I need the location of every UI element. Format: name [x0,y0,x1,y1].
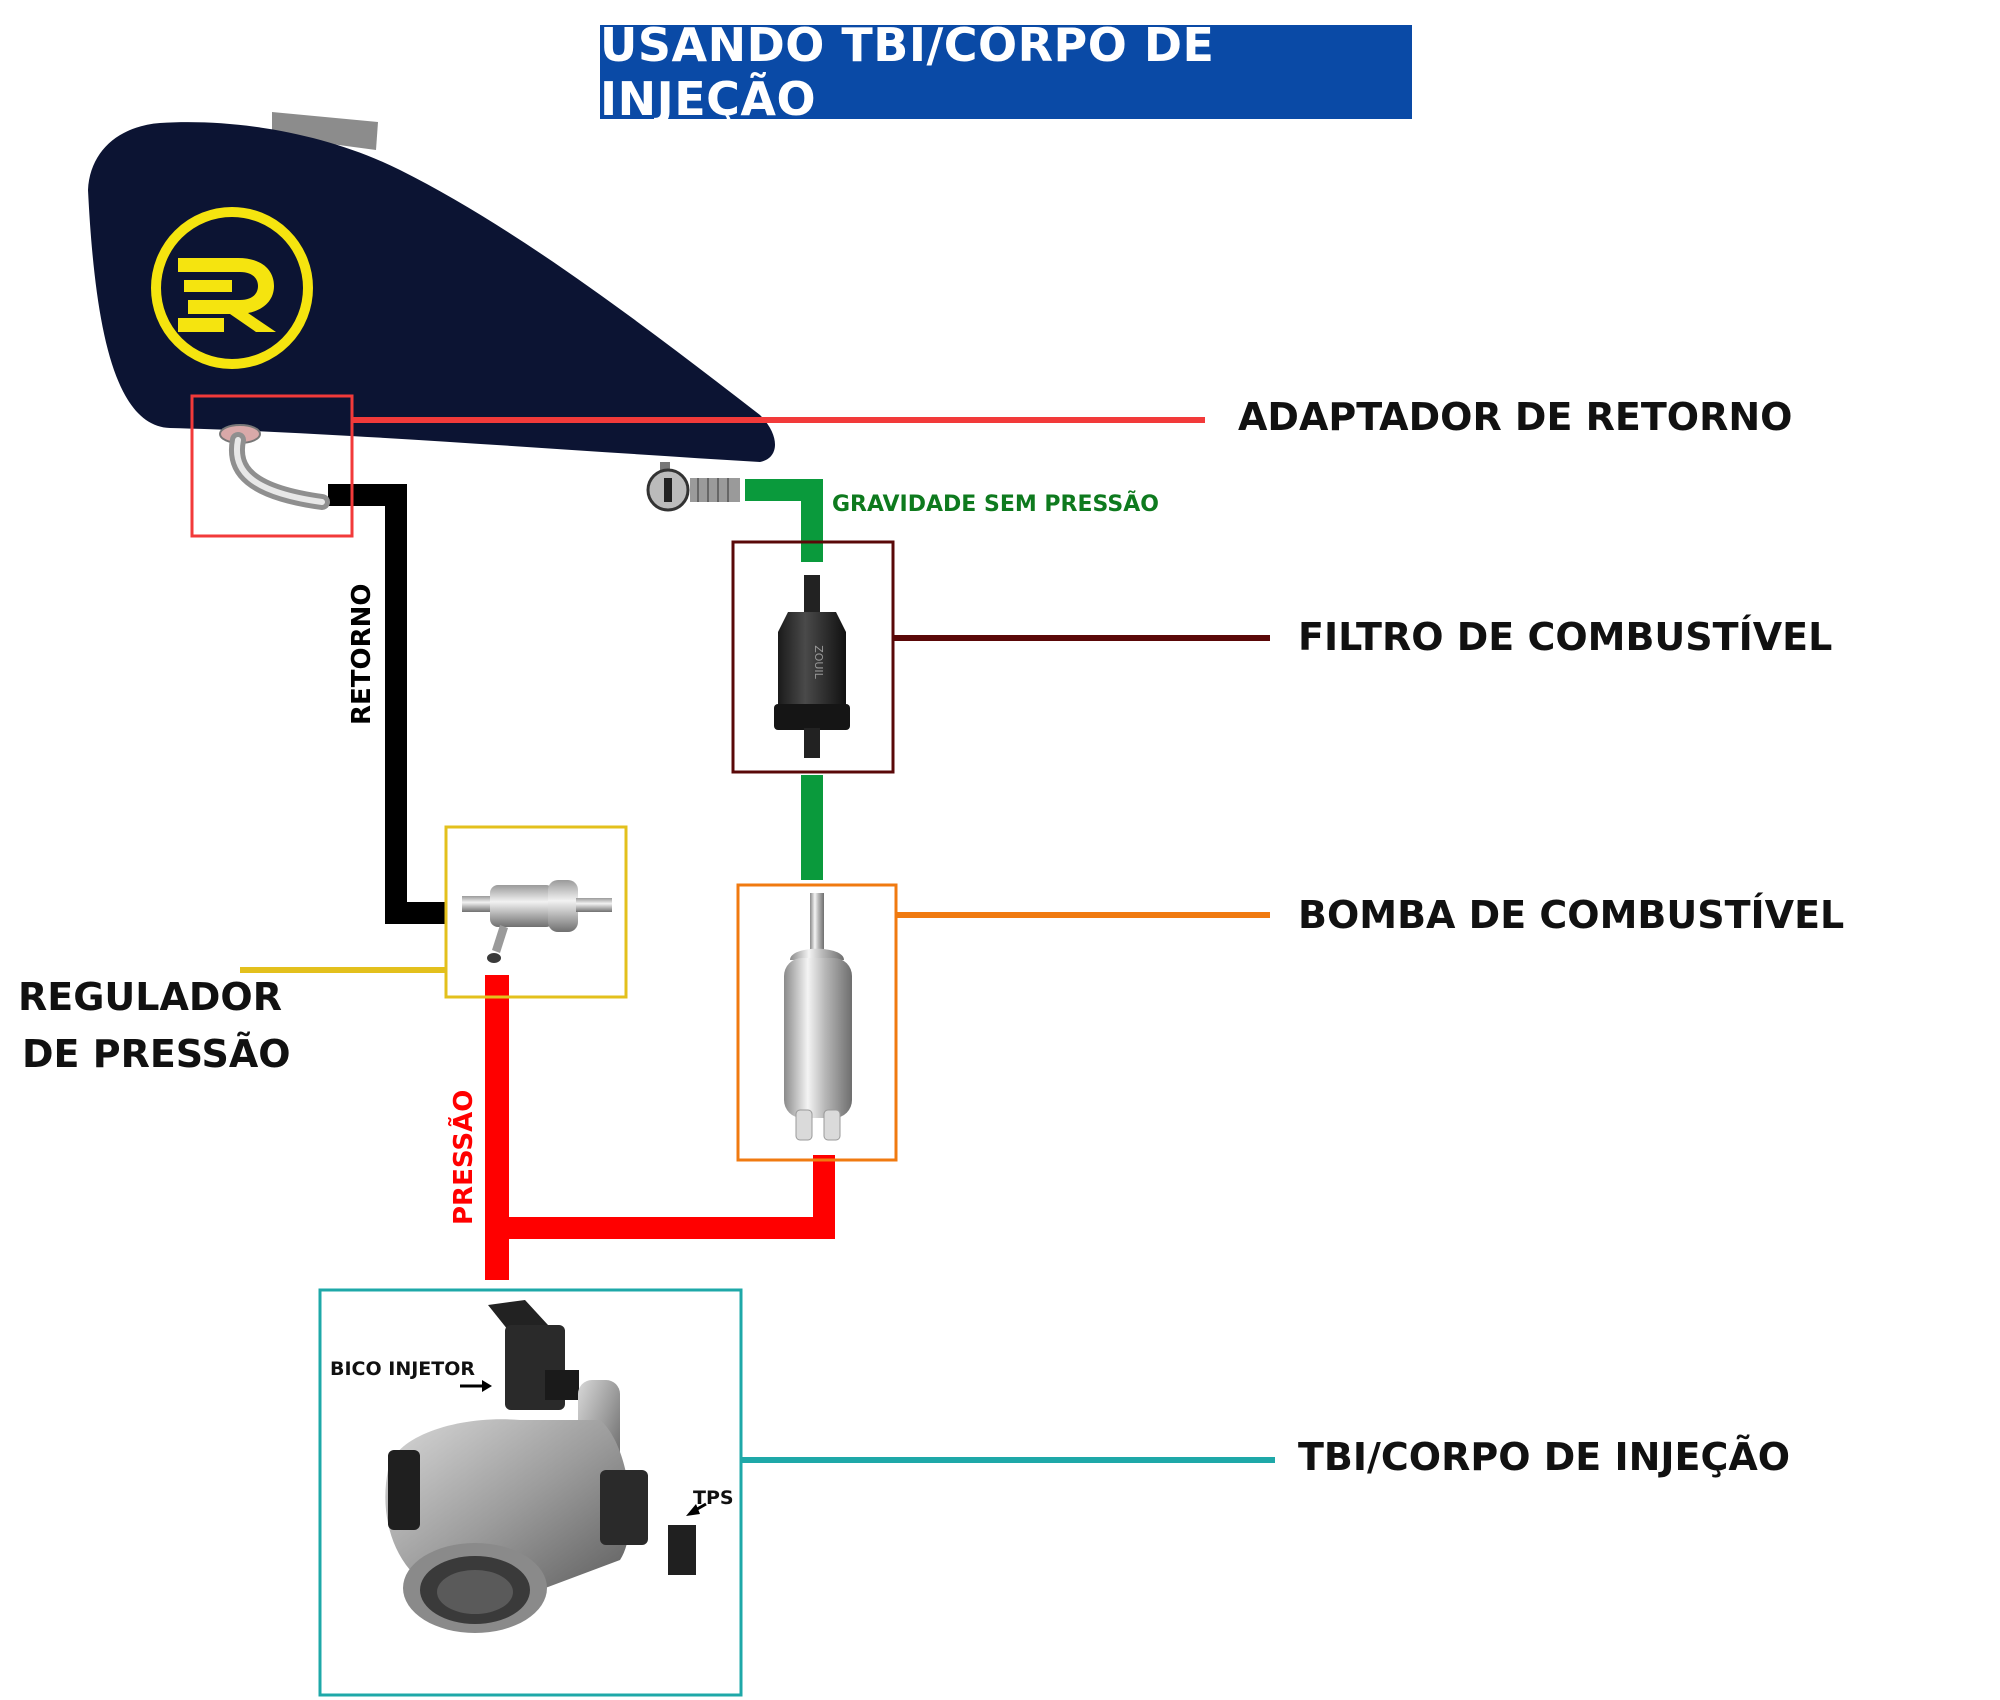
throttle-body-icon [385,1300,696,1633]
fuel-filter-brand: ZOUIL [812,645,825,679]
label-tps: TPS [693,1487,734,1509]
label-gravity: GRAVIDADE SEM PRESSÃO [832,492,1159,517]
fuel-pump-icon [784,893,852,1141]
label-tbi: TBI/CORPO DE INJEÇÃO [1298,1435,1791,1479]
label-return-adapter: ADAPTADOR DE RETORNO [1238,395,1793,439]
label-regulator-line1: REGULADOR [18,975,282,1019]
er-logo-icon [151,207,313,369]
fuel-filter-icon: ZOUIL [774,575,850,758]
pressure-line [485,975,835,1280]
fuel-filter-box [731,540,895,774]
fuel-tank-icon [88,112,775,463]
page-title: USANDO TBI/CORPO DE INJEÇÃO [600,18,1412,126]
return-line [328,484,446,924]
tps-arrow-icon [686,1502,707,1516]
return-adapter-box [190,394,354,538]
label-fuel-filter: FILTRO DE COMBUSTÍVEL [1298,615,1833,659]
gravity-line [745,479,823,880]
fuel-valve-icon [646,462,740,512]
page-title-text: USANDO TBI/CORPO DE INJEÇÃO [600,18,1215,126]
fuel-pump-box [736,883,898,1162]
label-regulator-line2: DE PRESSÃO [22,1032,291,1076]
label-pressure-line: PRESSÃO [449,1089,479,1225]
injector-arrow-icon [460,1380,492,1392]
label-fuel-pump: BOMBA DE COMBUSTÍVEL [1298,893,1845,937]
label-return-line: RETORNO [347,583,377,725]
tbi-box [318,1288,743,1697]
label-injector: BICO INJETOR [330,1358,476,1380]
pressure-regulator-icon [462,880,612,963]
pressure-regulator-box [444,825,628,999]
return-adapter-fitting-icon [219,424,330,510]
